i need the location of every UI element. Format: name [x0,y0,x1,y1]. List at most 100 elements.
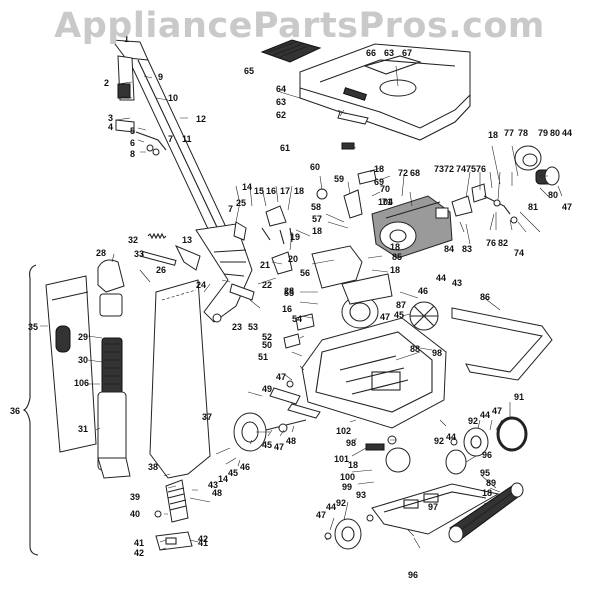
bottom-plate [371,483,500,535]
part-label-5: 5 [130,126,135,136]
part-label-37: 37 [202,412,212,422]
part-label-92: 92 [434,436,444,446]
part-label-44: 44 [562,128,572,138]
part-label-47: 47 [316,510,326,520]
leader-lines [40,65,563,551]
part-label-41: 41 [198,538,208,548]
part-label-84: 84 [444,244,454,254]
part-label-54: 54 [292,314,302,324]
part-label-77: 77 [504,128,514,138]
part-label-57: 57 [312,214,322,224]
part-label-83: 83 [462,244,472,254]
part-label-66: 66 [366,48,376,58]
part-label-46: 46 [418,286,428,296]
part-label-68: 68 [410,168,420,178]
part-label-52: 52 [262,332,272,342]
outer-bag [45,275,97,453]
part-label-2: 2 [104,78,109,88]
part-label-47: 47 [492,406,502,416]
spring-and-pin [141,232,177,266]
part-label-6: 6 [130,138,135,148]
part-label-98: 98 [432,348,442,358]
part-label-104: 104 [378,197,393,207]
part-label-76: 76 [476,164,486,174]
top-cover-assembly [299,43,471,141]
part-label-87: 87 [396,300,406,310]
part-label-59: 59 [334,174,344,184]
motor-switch [316,169,377,219]
part-label-42: 42 [134,548,144,558]
part-label-18: 18 [482,488,492,498]
part-label-45: 45 [394,310,404,320]
part-label-42: 42 [198,534,208,544]
part-label-38: 38 [148,462,158,472]
part-label-18: 18 [390,265,400,275]
part-label-79: 79 [538,128,548,138]
part-label-11: 11 [182,134,192,144]
part-label-48: 48 [212,488,222,498]
part-label-13: 13 [182,235,192,245]
part-label-18: 18 [312,226,322,236]
part-label-18: 18 [488,130,498,140]
part-label-63: 63 [384,48,394,58]
front-wheel [409,301,439,331]
cord-hooks [174,205,293,275]
part-label-47: 47 [276,372,286,382]
part-label-44: 44 [480,410,490,420]
part-label-31: 31 [78,424,88,434]
part-label-7: 7 [168,134,173,144]
part-label-10: 10 [168,93,178,103]
handle-assembly [110,39,255,323]
motor-assembly [371,195,453,259]
part-label-47: 47 [380,312,390,322]
fan-housing [283,245,393,349]
part-label-76: 76 [486,238,496,248]
rear-wheels [233,412,307,452]
part-label-80: 80 [550,128,560,138]
part-label-93: 93 [356,490,366,500]
part-label-56: 56 [300,268,310,278]
part-label-71: 71 [382,197,392,207]
part-label-72: 72 [444,164,454,174]
part-label-44: 44 [436,273,446,283]
part-label-80: 80 [548,190,558,200]
part-label-100: 100 [340,472,355,482]
part-label-1: 1 [124,34,129,44]
part-label-51: 51 [258,352,268,362]
part-label-58: 58 [311,202,321,212]
rear-motor-parts [451,145,560,224]
part-label-45: 45 [228,468,238,478]
part-label-15: 15 [254,186,264,196]
part-label-74: 74 [514,248,524,258]
part-label-47: 47 [562,202,572,212]
part-label-43: 43 [208,480,218,490]
part-label-98: 98 [346,438,356,448]
part-label-23: 23 [232,322,242,332]
belt [496,416,528,452]
part-label-29: 29 [78,332,88,342]
part-label-69: 69 [374,177,384,187]
part-label-33: 33 [134,249,144,259]
part-label-50: 50 [262,340,272,350]
part-label-39: 39 [130,492,140,502]
part-label-14: 14 [242,182,252,192]
part-label-4: 4 [108,122,113,132]
part-label-36: 36 [10,406,20,416]
part-label-32: 32 [128,235,138,245]
side-wheels [334,427,489,550]
part-label-22: 22 [262,280,272,290]
part-label-92: 92 [468,416,478,426]
part-label-74: 74 [456,164,466,174]
part-label-9: 9 [158,72,163,82]
part-label-49: 49 [262,384,272,394]
part-label-81: 81 [528,202,538,212]
part-label-18: 18 [374,164,384,174]
part-label-99: 99 [342,482,352,492]
part-label-102: 102 [336,426,351,436]
part-label-96: 96 [408,570,418,580]
part-label-101: 101 [334,454,349,464]
part-label-88: 88 [410,344,420,354]
part-label-92: 92 [336,498,346,508]
